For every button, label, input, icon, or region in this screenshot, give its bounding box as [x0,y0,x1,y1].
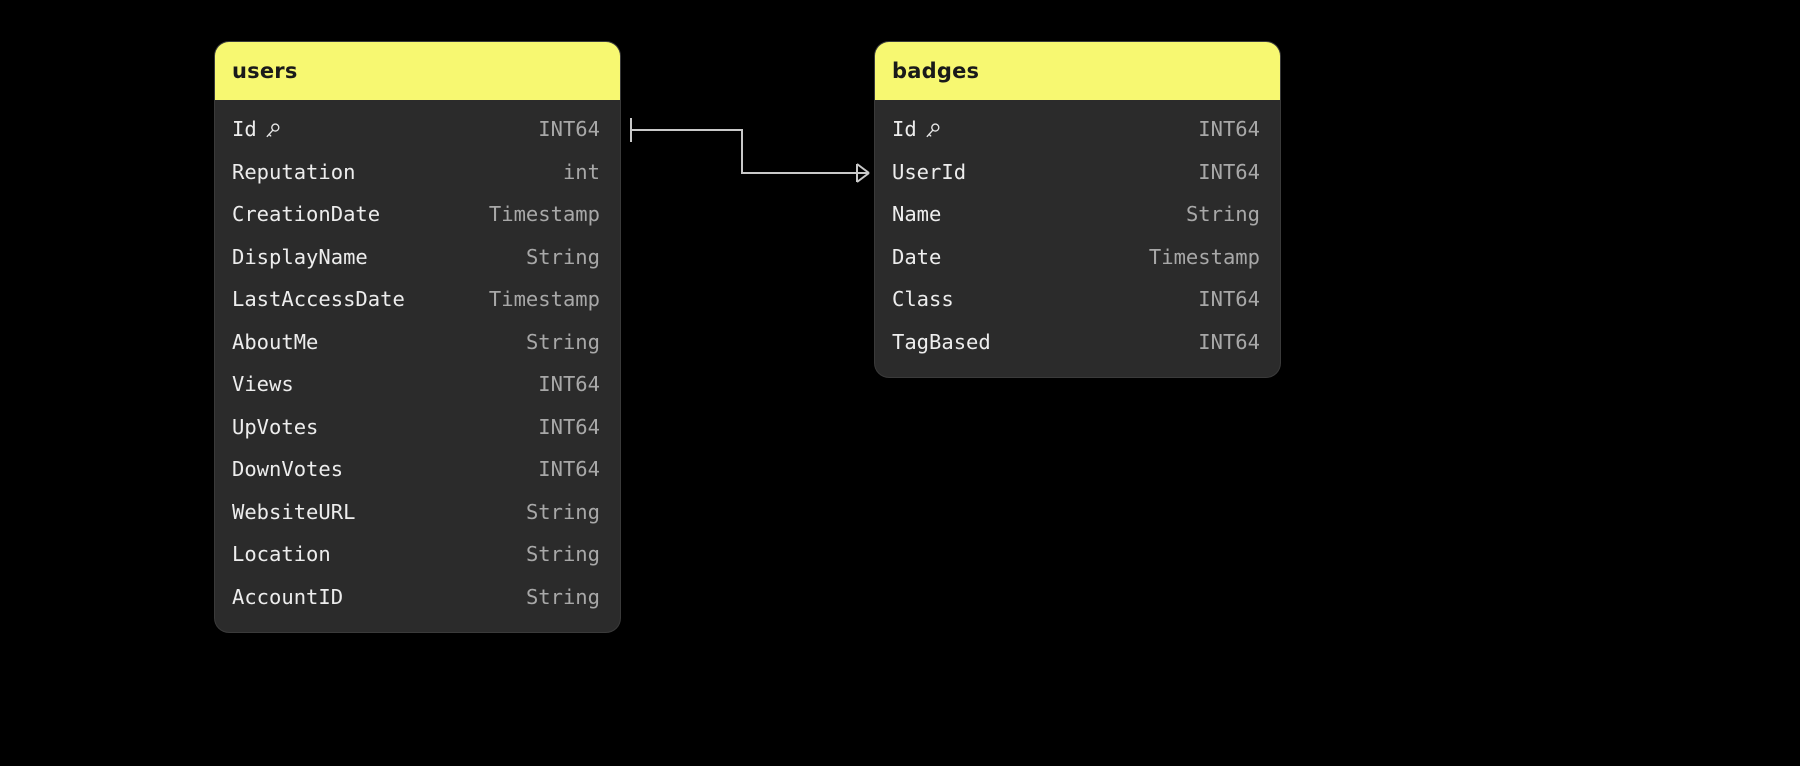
field-label: Location [232,542,331,567]
field-name-cell: Location [232,542,331,566]
field-name-cell: CreationDate [232,202,380,226]
field-type-cell: int [562,159,600,184]
table-card-badges[interactable]: badges Id INT64 UserId [875,42,1280,377]
table-row[interactable]: LastAccessDate Timestamp [215,278,620,321]
table-row[interactable]: Class INT64 [875,278,1280,321]
table-row[interactable]: AccountID String [215,576,620,619]
table-row[interactable]: Name String [875,193,1280,236]
table-row[interactable]: Reputation int [215,151,620,194]
field-type-cell: INT64 [1198,159,1260,184]
field-type-cell: INT64 [1198,329,1260,354]
field-type-cell: String [1185,202,1260,227]
field-type-cell: String [525,542,600,567]
field-name-cell: WebsiteURL [232,500,355,524]
field-label: TagBased [892,329,991,354]
field-type-cell: INT64 [538,117,600,142]
table-row[interactable]: Views INT64 [215,363,620,406]
field-label: AccountID [232,584,344,609]
field-type-cell: String [525,499,600,524]
table-row[interactable]: WebsiteURL String [215,491,620,534]
crowsfoot-lower [856,172,870,183]
field-type-cell: INT64 [1198,287,1260,312]
field-label: DisplayName [232,244,368,269]
field-label: AboutMe [232,329,319,354]
field-type-cell: String [525,244,600,269]
table-row[interactable]: Date Timestamp [875,236,1280,279]
field-label: Views [232,372,294,397]
field-type-cell: INT64 [1198,117,1260,142]
table-row[interactable]: AboutMe String [215,321,620,364]
field-label: Id [892,117,917,142]
table-row[interactable]: Id INT64 [215,108,620,151]
field-label: Date [892,244,942,269]
table-row[interactable]: UpVotes INT64 [215,406,620,449]
table-row[interactable]: TagBased INT64 [875,321,1280,364]
field-label: UpVotes [232,414,319,439]
table-title-badges: badges [875,42,1280,100]
field-name-cell: Class [892,287,954,311]
field-type-cell: INT64 [538,414,600,439]
field-label: Reputation [232,159,356,184]
field-label: UserId [892,159,967,184]
field-name-cell: Id [892,117,941,141]
field-name-cell: Date [892,245,941,269]
field-name-cell: AccountID [232,585,343,609]
connector-path [631,129,869,174]
table-row[interactable]: DownVotes INT64 [215,448,620,491]
field-name-cell: UpVotes [232,415,318,439]
field-label: Class [892,287,954,312]
table-row[interactable]: UserId INT64 [875,151,1280,194]
primary-key-icon [924,122,941,139]
field-name-cell: Views [232,372,294,396]
primary-key-icon [264,122,281,139]
field-label: Id [232,117,257,142]
table-fields-users: Id INT64 Reputation int [215,100,620,632]
crowsfoot-upper [856,163,870,174]
field-label: CreationDate [232,202,381,227]
field-name-cell: TagBased [892,330,991,354]
field-name-cell: Name [892,202,941,226]
table-card-users[interactable]: users Id INT64 Reputatio [215,42,620,632]
field-type-cell: Timestamp [488,287,600,312]
field-name-cell: DownVotes [232,457,343,481]
table-row[interactable]: Location String [215,533,620,576]
table-row[interactable]: CreationDate Timestamp [215,193,620,236]
field-type-cell: Timestamp [488,202,600,227]
field-type-cell: String [525,584,600,609]
field-type-cell: INT64 [538,457,600,482]
field-label: LastAccessDate [232,287,405,312]
field-label: Name [892,202,942,227]
table-row[interactable]: Id INT64 [875,108,1280,151]
field-name-cell: Reputation [232,160,355,184]
field-name-cell: LastAccessDate [232,287,405,311]
table-row[interactable]: DisplayName String [215,236,620,279]
field-type-cell: INT64 [538,372,600,397]
field-name-cell: AboutMe [232,330,318,354]
table-fields-badges: Id INT64 UserId INT64 [875,100,1280,377]
field-label: DownVotes [232,457,344,482]
field-type-cell: String [525,329,600,354]
field-name-cell: DisplayName [232,245,368,269]
field-type-cell: Timestamp [1148,244,1260,269]
field-name-cell: UserId [892,160,966,184]
field-label: WebsiteURL [232,499,356,524]
field-name-cell: Id [232,117,281,141]
table-title-users: users [215,42,620,100]
